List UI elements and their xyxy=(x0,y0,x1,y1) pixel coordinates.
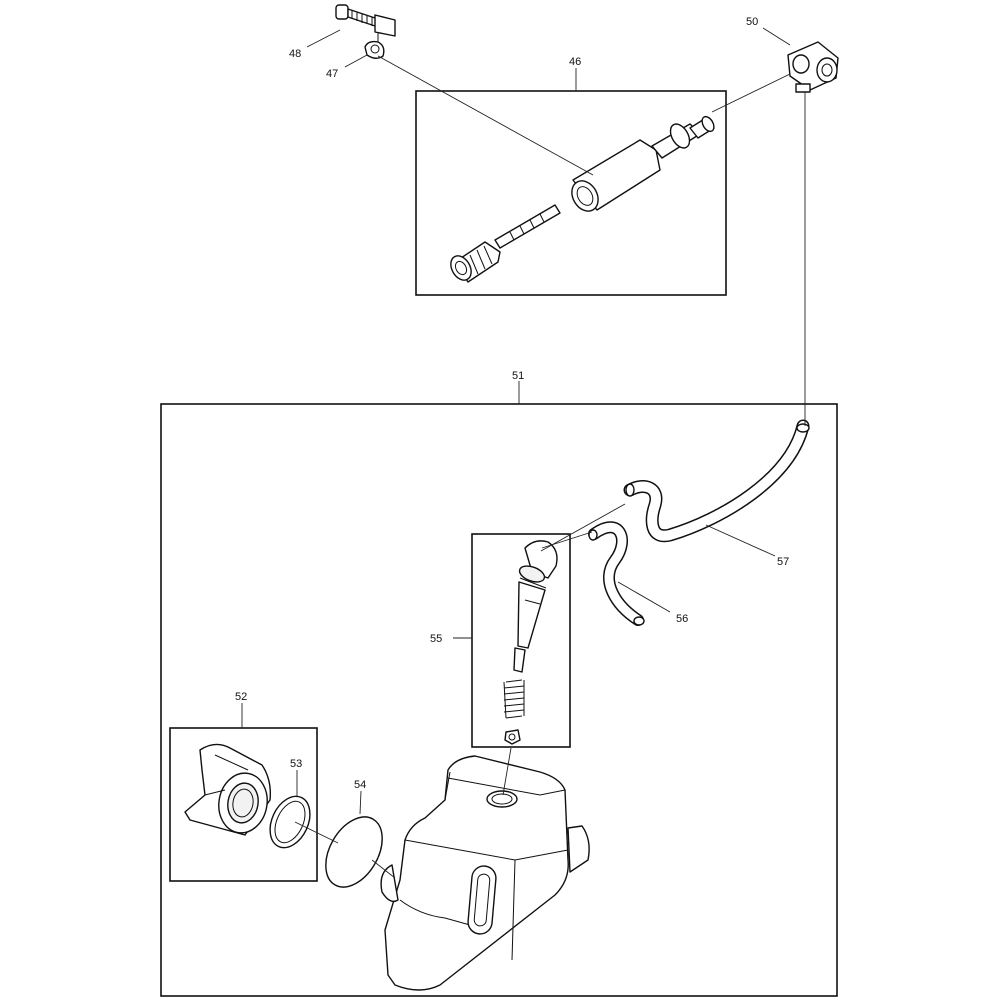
part-46-assembly xyxy=(450,115,715,283)
part-46-frame xyxy=(415,90,727,296)
part-52-frame xyxy=(169,727,318,882)
callout-53: 53 xyxy=(290,758,302,770)
callout-52: 52 xyxy=(235,691,247,703)
part-51-frame xyxy=(160,403,838,997)
callout-57: 57 xyxy=(777,556,789,568)
part-54-gasket xyxy=(325,816,383,888)
part-55-frame xyxy=(471,533,571,748)
part-47-clamp xyxy=(364,14,396,59)
callout-54: 54 xyxy=(354,779,366,791)
part-57-hose xyxy=(623,419,810,543)
callout-46: 46 xyxy=(569,56,581,68)
part-55-filter-assembly xyxy=(503,540,558,745)
callout-47: 47 xyxy=(326,68,338,80)
part-50-fitting xyxy=(787,41,839,93)
part-51-tank xyxy=(380,755,590,991)
part-53-seal-ring xyxy=(269,795,311,849)
callout-51: 51 xyxy=(512,370,524,382)
leader-lines xyxy=(241,27,806,879)
callout-48: 48 xyxy=(289,48,301,60)
callout-56: 56 xyxy=(676,613,688,625)
part-52-cap xyxy=(184,743,272,836)
callout-50: 50 xyxy=(746,16,758,28)
callout-55: 55 xyxy=(430,633,442,645)
part-56-hose xyxy=(588,521,645,626)
part-48-screw xyxy=(335,4,379,28)
